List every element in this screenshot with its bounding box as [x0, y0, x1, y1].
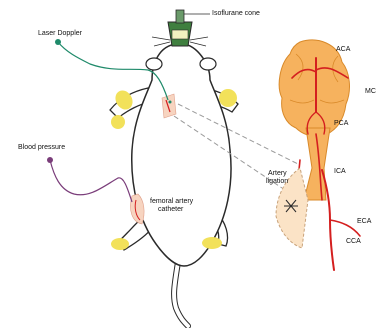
pca-label: PCA	[334, 120, 348, 128]
ligation-label-2: ligation	[266, 178, 288, 186]
rat-ear-left	[146, 58, 162, 70]
isoflurane-cone	[168, 10, 210, 46]
eca-label: ECA	[357, 218, 371, 226]
ica-label: ICA	[334, 168, 346, 176]
mca-label: MC	[365, 88, 376, 96]
isoflurane-cone-label: Isoflurane cone	[212, 10, 260, 18]
rat-ear-right	[200, 58, 216, 70]
cca-label: CCA	[346, 238, 361, 246]
blood-pressure-label: Blood pressure	[18, 144, 65, 152]
ligation-label-1: Artery	[268, 170, 287, 178]
aca-label: ACA	[336, 46, 350, 54]
laser-doppler-label: Laser Doppler	[38, 30, 82, 38]
femoral-catheter-label-2: catheter	[158, 206, 183, 214]
femoral-catheter-label-1: femoral artery	[150, 198, 193, 206]
neck-incision	[162, 94, 176, 118]
blood-pressure-line	[47, 157, 132, 202]
